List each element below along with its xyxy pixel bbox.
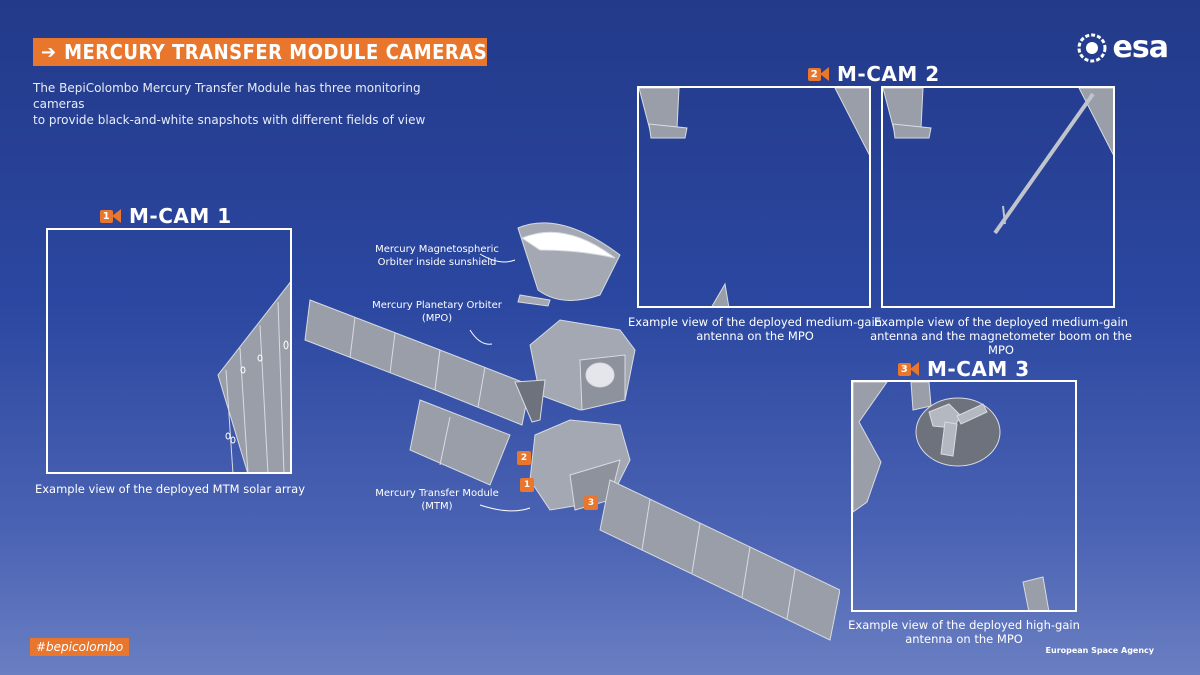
camera-2-marker: 2 <box>517 451 531 465</box>
m-cam-2-view-b <box>881 86 1115 308</box>
esa-logo: esa <box>1075 30 1169 65</box>
esa-mark-icon <box>1077 33 1107 62</box>
arrow-icon: ➔ <box>41 41 57 63</box>
title-banner: ➔ MERCURY TRANSFER MODULE CAMERAS <box>33 38 487 66</box>
mpo-label: Mercury Planetary Orbiter (MPO) <box>372 300 502 324</box>
m-cam-3-view <box>851 380 1077 612</box>
camera-3-marker: 3 <box>584 496 598 510</box>
label-pointers <box>469 253 531 512</box>
m-cam-1-view <box>46 228 292 474</box>
m-cam-2-view-a <box>637 86 871 308</box>
mmo-label: Mercury Magnetospheric Orbiter inside su… <box>375 244 499 268</box>
agency-credit: European Space Agency <box>1045 646 1154 655</box>
m-cam-3-heading: 3 M-CAM 3 <box>898 357 1030 381</box>
lower-solar-array <box>599 479 840 641</box>
camera-1-marker: 1 <box>520 478 534 492</box>
camera-icon: 1 <box>100 209 121 223</box>
m-cam-3-caption: Example view of the deployed high-gain a… <box>848 618 1080 646</box>
m-cam-3-title: M-CAM 3 <box>927 357 1030 381</box>
hashtag-badge: #bepicolombo <box>30 638 130 656</box>
mmo-sunshield <box>517 222 621 307</box>
mtm-label: Mercury Transfer Module (MTM) <box>375 488 499 512</box>
m-cam-2-heading: 2 M-CAM 2 <box>808 62 940 86</box>
page-subtitle: The BepiColombo Mercury Transfer Module … <box>33 81 426 127</box>
camera-icon: 3 <box>898 362 919 376</box>
spacecraft-illustration <box>304 222 840 641</box>
mpo-body <box>514 319 636 423</box>
upper-solar-array <box>304 299 531 486</box>
m-cam-2-caption-b: Example view of the deployed medium-gain… <box>870 315 1132 357</box>
m-cam-2-caption-a: Example view of the deployed medium-gain… <box>628 315 882 343</box>
camera-icon: 2 <box>808 67 829 81</box>
page-title: MERCURY TRANSFER MODULE CAMERAS <box>64 40 488 64</box>
esa-logo-text: esa <box>1112 30 1169 65</box>
m-cam-1-title: M-CAM 1 <box>129 204 232 228</box>
m-cam-2-title: M-CAM 2 <box>837 62 940 86</box>
m-cam-1-heading: 1 M-CAM 1 <box>100 204 232 228</box>
m-cam-1-caption: Example view of the deployed MTM solar a… <box>34 482 306 496</box>
